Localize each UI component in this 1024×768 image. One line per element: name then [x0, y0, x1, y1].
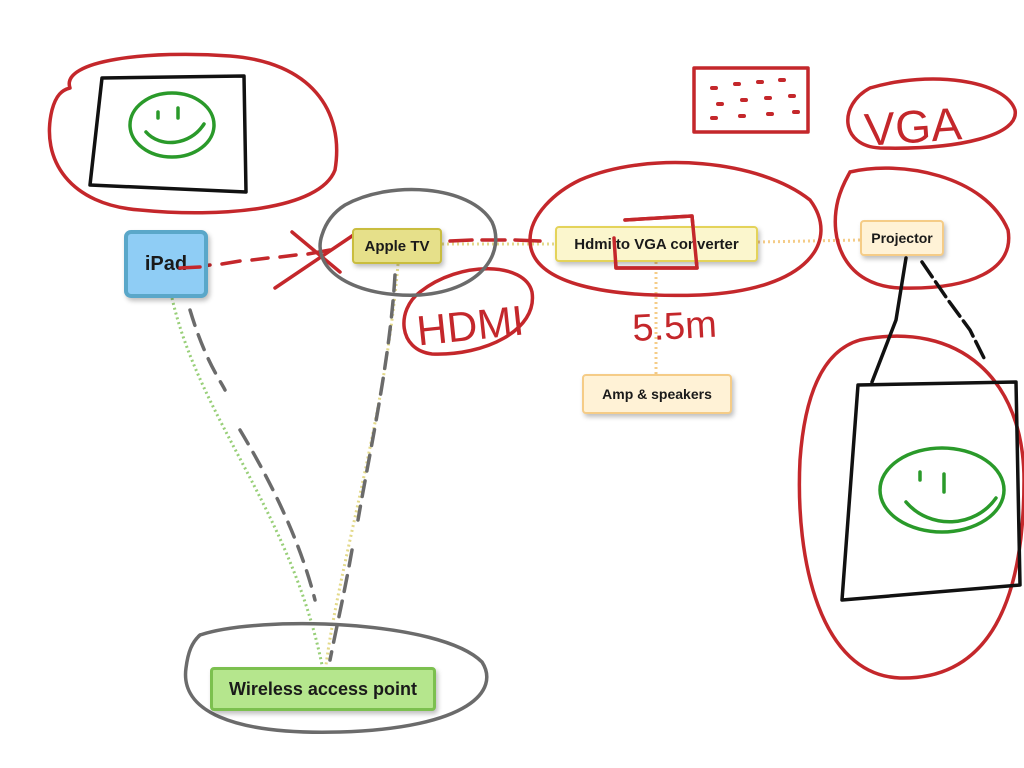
vga-port-sketch: [692, 66, 810, 134]
node-amp-speakers: Amp & speakers: [582, 374, 732, 414]
node-wireless-access-point-label: Wireless access point: [229, 678, 417, 699]
smiley-icon-screen: [878, 446, 1006, 534]
smiley-icon-ipad: [128, 91, 216, 159]
node-amp-speakers-label: Amp & speakers: [602, 386, 712, 402]
node-projector-label: Projector: [871, 230, 933, 246]
node-projector: Projector: [860, 220, 944, 256]
black-ink: [88, 74, 1022, 602]
screen-circle: [797, 334, 1024, 680]
converter-circle: [528, 160, 823, 298]
wap-circle: [183, 621, 489, 734]
connectors: [170, 238, 861, 666]
connector-ipad-wap: [170, 297, 324, 666]
node-hdmi-vga-converter-label: Hdmi to VGA converter: [574, 235, 739, 253]
projector-cable-left: [870, 256, 908, 384]
connector-converter-projector: [757, 238, 861, 244]
screen-sketch: [840, 380, 1022, 602]
node-wireless-access-point: Wireless access point: [210, 667, 436, 711]
vga-label: VGA: [863, 97, 964, 156]
ipad-screen-circle: [47, 52, 339, 215]
green-ink: [128, 91, 1006, 534]
node-apple-tv-label: Apple TV: [364, 237, 430, 255]
ipad-screen-sketch: [88, 74, 248, 194]
node-ipad: iPad: [124, 230, 208, 298]
hdmi-label: HDMI: [414, 297, 526, 355]
appletv-wifi-link: [328, 273, 397, 662]
connector-appletv-wap: [324, 263, 400, 666]
ipad-wifi-link: [188, 308, 317, 602]
distance-label: 5.5m: [631, 304, 718, 350]
node-ipad-label: iPad: [144, 252, 188, 275]
projector-cable-right: [920, 260, 987, 362]
appletv-circle: [318, 187, 498, 297]
node-apple-tv: Apple TV: [352, 228, 442, 264]
node-hdmi-vga-converter: Hdmi to VGA converter: [555, 226, 758, 262]
airplay-cross-mark: [273, 230, 357, 290]
gray-ink: [183, 187, 498, 734]
vga-port-dots: [710, 78, 800, 120]
vga-circle: [846, 77, 1017, 150]
